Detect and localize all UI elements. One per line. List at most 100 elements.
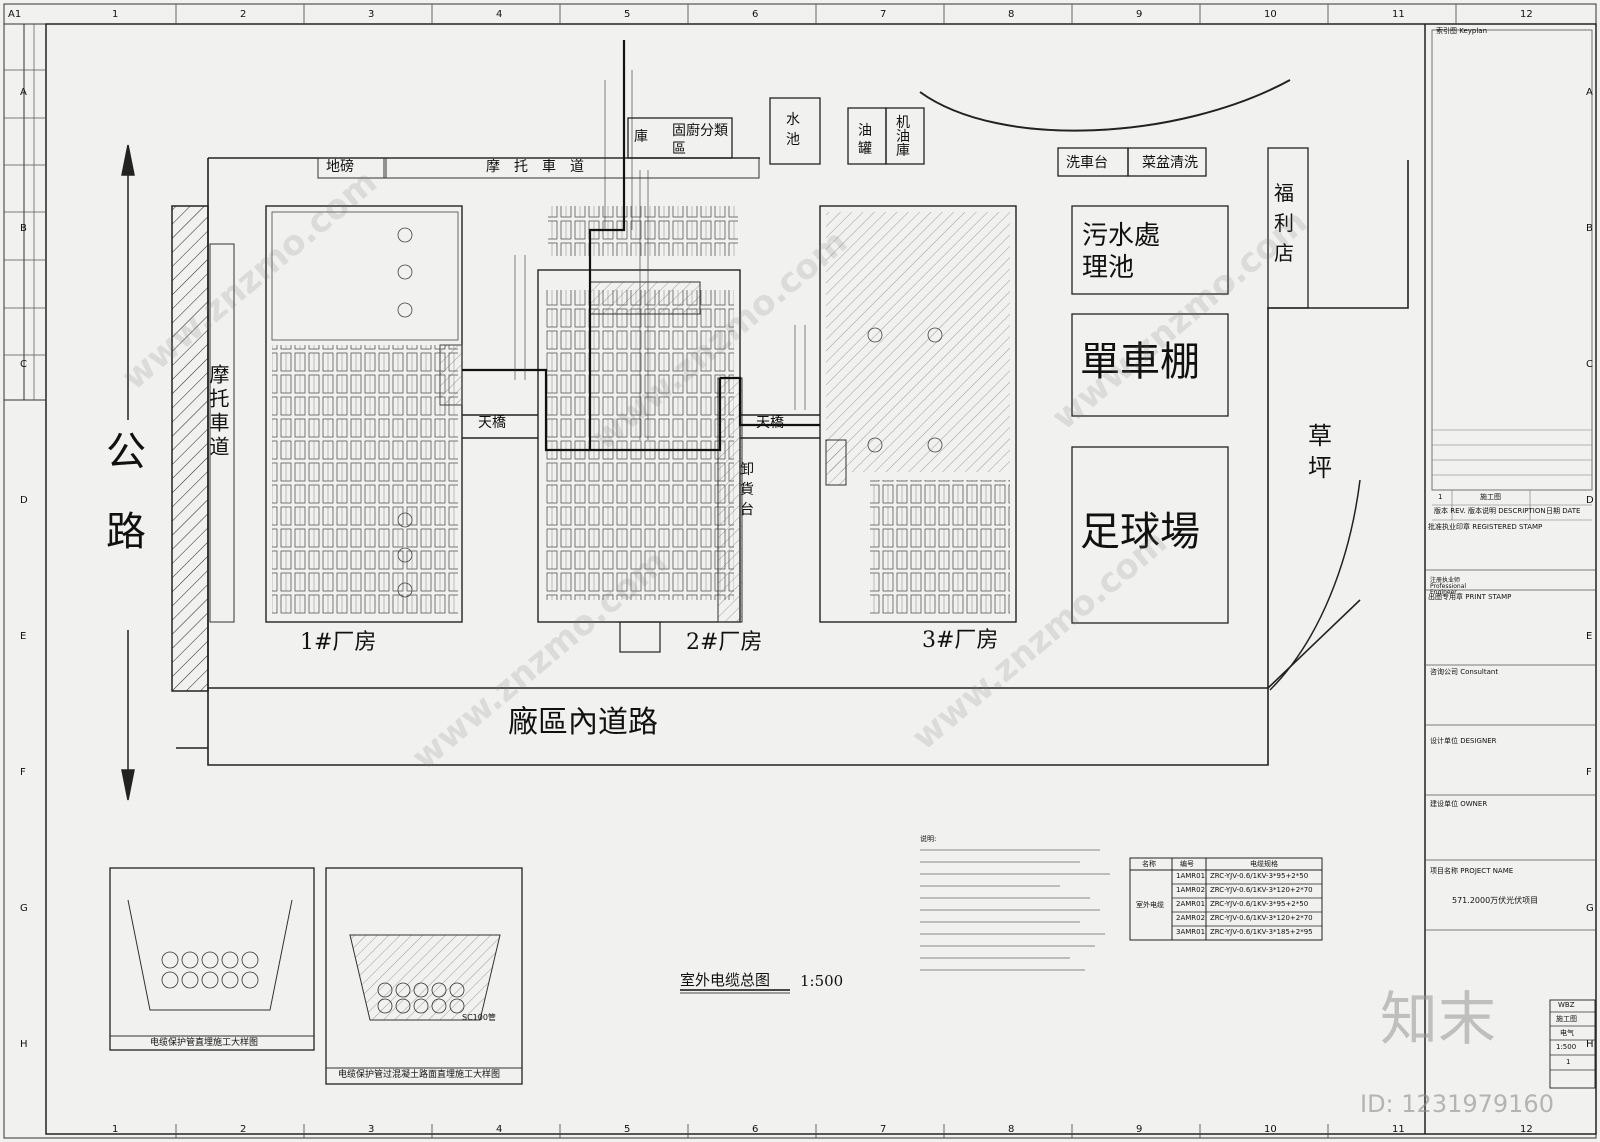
tb-registered-stamp: 批准执业印章 REGISTERED STAMP	[1428, 523, 1543, 531]
tb-prof-engineer: 注册执业师 Professional Engineer	[1430, 577, 1467, 596]
grid-column-label: 4	[496, 1124, 503, 1135]
grid-row-label: E	[20, 631, 27, 642]
bridge2-label: 天橋	[756, 415, 784, 431]
grid-column-label: 12	[1520, 1124, 1533, 1135]
grid-row-label: C	[20, 359, 27, 370]
cable-row-id: 2AMR01	[1176, 900, 1206, 908]
drawing-scale: 1:500	[800, 972, 844, 990]
grid-row-label: F	[1586, 767, 1592, 778]
grid-row-label: D	[20, 495, 28, 506]
tb-rev-head: 版本 REV.	[1434, 507, 1466, 515]
scale-label: 地磅	[326, 159, 354, 175]
cable-row-spec: ZRC-YJV-0.6/1KV-3*120+2*70	[1210, 914, 1313, 922]
grid-row-label: B	[20, 223, 27, 234]
cable-row-spec: ZRC-YJV-0.6/1KV-3*185+2*95	[1210, 928, 1313, 936]
detail1-title: 电缆保护管直埋施工大样图	[150, 1038, 259, 1048]
cable-row-id: 3AMR01	[1176, 928, 1206, 936]
car-wash-label: 洗車台	[1066, 155, 1108, 171]
grid-column-label: 2	[240, 9, 247, 20]
drawing-title: 室外电缆总图	[680, 971, 771, 989]
grid-column-label: 9	[1136, 9, 1143, 20]
bridge1-label: 天橋	[478, 415, 506, 431]
grid-column-label: 12	[1520, 9, 1533, 20]
grid-column-label: 10	[1264, 9, 1277, 20]
crate-wash-label: 菜盆清洗	[1142, 155, 1198, 171]
cable-row-id: 1AMR02	[1176, 886, 1206, 894]
grid-column-label: 7	[880, 1124, 887, 1135]
grid-row-label: E	[1586, 631, 1593, 642]
grid-row-label: D	[1586, 495, 1594, 506]
grid-column-label: 5	[624, 9, 631, 20]
grid-column-label: 4	[496, 9, 503, 20]
tb-keyplan: 索引图 Keyplan	[1436, 27, 1488, 35]
watermark-logo: 知末	[1380, 985, 1497, 1053]
grid-column-label: 8	[1008, 9, 1015, 20]
grid-column-label: 10	[1264, 1124, 1277, 1135]
grid-row-label: C	[1586, 359, 1593, 370]
oil-store-label: 机油庫	[896, 115, 910, 159]
cable-row-id: 1AMR01	[1176, 872, 1206, 880]
grid-row-label: A	[1586, 87, 1593, 98]
tb-stage: 施工图	[1556, 1015, 1577, 1023]
grid-row-label: F	[20, 767, 26, 778]
storage-label: 庫	[634, 129, 648, 145]
grid-row-label: H	[1586, 1039, 1594, 1050]
cable-row-spec: ZRC-YJV-0.6/1KV-3*95+2*50	[1210, 872, 1309, 880]
tb-discipline: 电气	[1560, 1029, 1574, 1037]
welfare-shop-label: 福利店	[1274, 181, 1294, 265]
tb-designer: 设计单位 DESIGNER	[1430, 737, 1497, 745]
football-label: 足球場	[1080, 509, 1200, 555]
grid-row-label: A	[20, 87, 27, 98]
tb-sheet-no: 1	[1566, 1058, 1571, 1066]
grid-column-label: 8	[1008, 1124, 1015, 1135]
kitchen-label: 固廚分類區	[672, 123, 728, 157]
grid-column-label: 6	[752, 9, 759, 20]
cable-row-spec: ZRC-YJV-0.6/1KV-3*120+2*70	[1210, 886, 1313, 894]
oil-tank-label: 油罐	[858, 123, 872, 157]
pipe-label: SC100管	[462, 1013, 496, 1022]
tb-revision: 1	[1438, 493, 1443, 501]
cable-table-group: 室外电缆	[1136, 901, 1164, 909]
grid-column-label: 1	[112, 1124, 119, 1135]
tb-print-stamp: 出图专用章 PRINT STAMP	[1428, 593, 1512, 601]
tb-scale: 1:500	[1556, 1043, 1577, 1051]
tb-project-value: 571.2000万伏光伏项目	[1452, 896, 1539, 905]
motor-lane-top-label: 摩托車道	[486, 159, 598, 175]
cable-table-head-name: 名称	[1142, 860, 1156, 868]
grid-column-label: 1	[112, 9, 119, 20]
notes-title: 说明:	[920, 835, 937, 843]
grid-row-label: G	[20, 903, 28, 914]
grid-row-label: G	[1586, 903, 1594, 914]
cable-row-id: 2AMR02	[1176, 914, 1206, 922]
tb-rev-desc: 施工图	[1480, 493, 1501, 501]
grid-column-label: 5	[624, 1124, 631, 1135]
cable-table-head-id: 编号	[1180, 860, 1194, 868]
grid-row-label: B	[1586, 223, 1593, 234]
plant3-label: 3#厂房	[922, 628, 999, 653]
watermark-id: ID: 1231979160	[1360, 1090, 1554, 1118]
lawn-label: 草坪	[1308, 422, 1332, 482]
cable-table-head-spec: 电缆规格	[1250, 860, 1278, 868]
grid-column-label: 7	[880, 9, 887, 20]
grid-column-label: 9	[1136, 1124, 1143, 1135]
plant2-label: 2#厂房	[686, 630, 763, 655]
tb-code: WBZ	[1558, 1001, 1575, 1009]
motor-lane-left-label: 摩托車道	[206, 364, 230, 460]
grid-column-label: 6	[752, 1124, 759, 1135]
tb-consultant: 咨询公司 Consultant	[1430, 668, 1499, 676]
grid-column-label: 11	[1392, 1124, 1405, 1135]
plant1-label: 1#厂房	[300, 630, 377, 655]
water-pool-label: 水池	[786, 112, 800, 148]
cable-row-spec: ZRC-YJV-0.6/1KV-3*95+2*50	[1210, 900, 1309, 908]
grid-column-label: 11	[1392, 9, 1405, 20]
bike-shed-label: 單車棚	[1080, 339, 1200, 385]
tb-owner: 建设单位 OWNER	[1430, 800, 1488, 808]
tb-date-head: 日期 DATE	[1546, 507, 1581, 515]
grid-row-label: H	[20, 1039, 28, 1050]
sewage-label: 污水處理池	[1082, 221, 1161, 283]
road-label: 公路	[99, 430, 145, 590]
tb-project-name: 项目名称 PROJECT NAME	[1430, 867, 1514, 875]
sheet-size-label: A1	[8, 9, 22, 20]
